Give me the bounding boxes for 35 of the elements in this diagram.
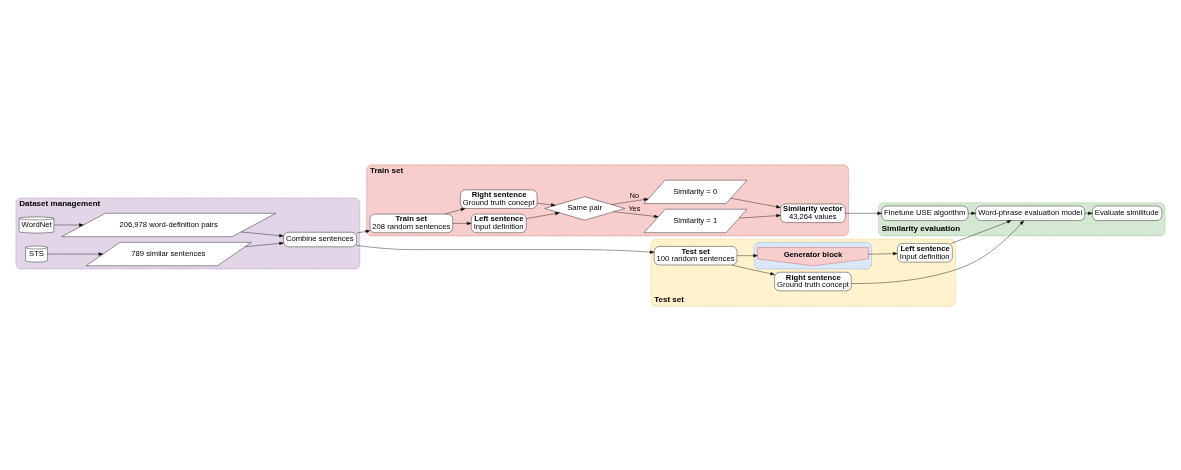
- arrow: [845, 211, 882, 215]
- arrow: [1084, 211, 1093, 215]
- edge-label: Yes: [628, 203, 641, 213]
- node-box: Left sentence Input definition: [897, 242, 953, 262]
- node-diamond: Same pair: [544, 196, 625, 220]
- arrow: [730, 197, 781, 208]
- node-box: Finetune USE algorithm: [881, 205, 969, 221]
- arrow: [53, 222, 84, 227]
- node-box: Test set 100 random sentences: [653, 245, 738, 265]
- node-box: Word-phrase evaluation model: [975, 205, 1085, 221]
- node-box: Right sentence Ground truth concept: [774, 271, 852, 291]
- arrow: [967, 211, 976, 215]
- arrow: [244, 241, 284, 247]
- node-box: Similarity vector 43,264 values: [780, 203, 846, 223]
- arrow: [851, 220, 1024, 284]
- edge-label: No: [629, 190, 640, 200]
- node-box: Combine sentences: [283, 231, 357, 247]
- arrow: [611, 197, 649, 205]
- arrow: [736, 253, 758, 257]
- node-box: Train set 208 random sentences: [369, 213, 453, 233]
- arrow: [356, 244, 655, 254]
- arrow: [444, 207, 466, 214]
- arrow: [739, 213, 781, 218]
- arrow: [536, 202, 556, 206]
- arrow: [452, 221, 472, 225]
- node-box: Left sentence Input definition: [471, 213, 527, 233]
- arrow: [47, 251, 104, 256]
- arrow: [356, 229, 371, 233]
- arrow: [950, 219, 1012, 244]
- arrow: [868, 251, 898, 255]
- arrow: [526, 211, 560, 219]
- arrow: [240, 231, 284, 237]
- arrow: [613, 211, 659, 218]
- node-box: Evaluate similitude: [1092, 205, 1163, 221]
- arrow: [731, 264, 775, 275]
